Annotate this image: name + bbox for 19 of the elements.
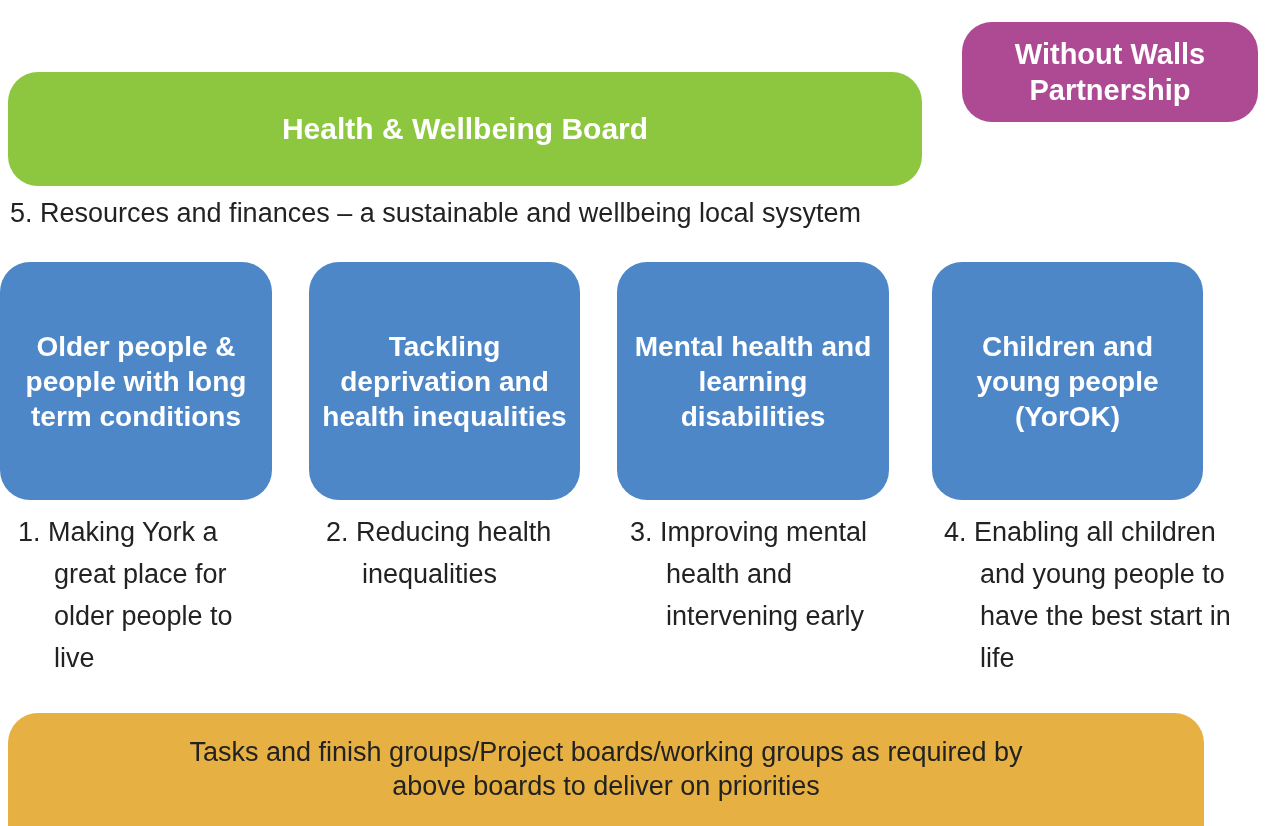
rounded-box [309, 262, 580, 500]
priority-text: 4. Enabling all children and young people to have the best start in life [944, 516, 1232, 675]
rounded-box [962, 22, 1258, 122]
note-text: 5. Resources and finances – a sustainable and wellbeing local sysytem [10, 198, 861, 229]
rounded-box [0, 262, 272, 500]
rounded-box [8, 713, 1204, 826]
box-title: Without Walls Partnership [1013, 36, 1207, 108]
box-title: Children and young people (YorOK) [975, 329, 1160, 434]
priority-text: 2. Reducing health inequalities [326, 516, 553, 591]
box-title: Health & Wellbeing Board [281, 111, 649, 148]
rounded-box [8, 72, 922, 186]
priority-text: 1. Making York a great place for older people to live [18, 516, 234, 675]
box-title: Tackling deprivation and health inequalities [321, 329, 568, 434]
rounded-box [617, 262, 889, 500]
box-title: Older people & people with long term conditions [24, 329, 248, 434]
rounded-box [932, 262, 1203, 500]
box-title: Tasks and finish groups/Project boards/working groups as required by above boards to deliver on priorities [188, 736, 1024, 803]
box-title: Mental health and learning disabilities [633, 329, 873, 434]
priority-text: 3. Improving mental health and intervening early [630, 516, 869, 633]
